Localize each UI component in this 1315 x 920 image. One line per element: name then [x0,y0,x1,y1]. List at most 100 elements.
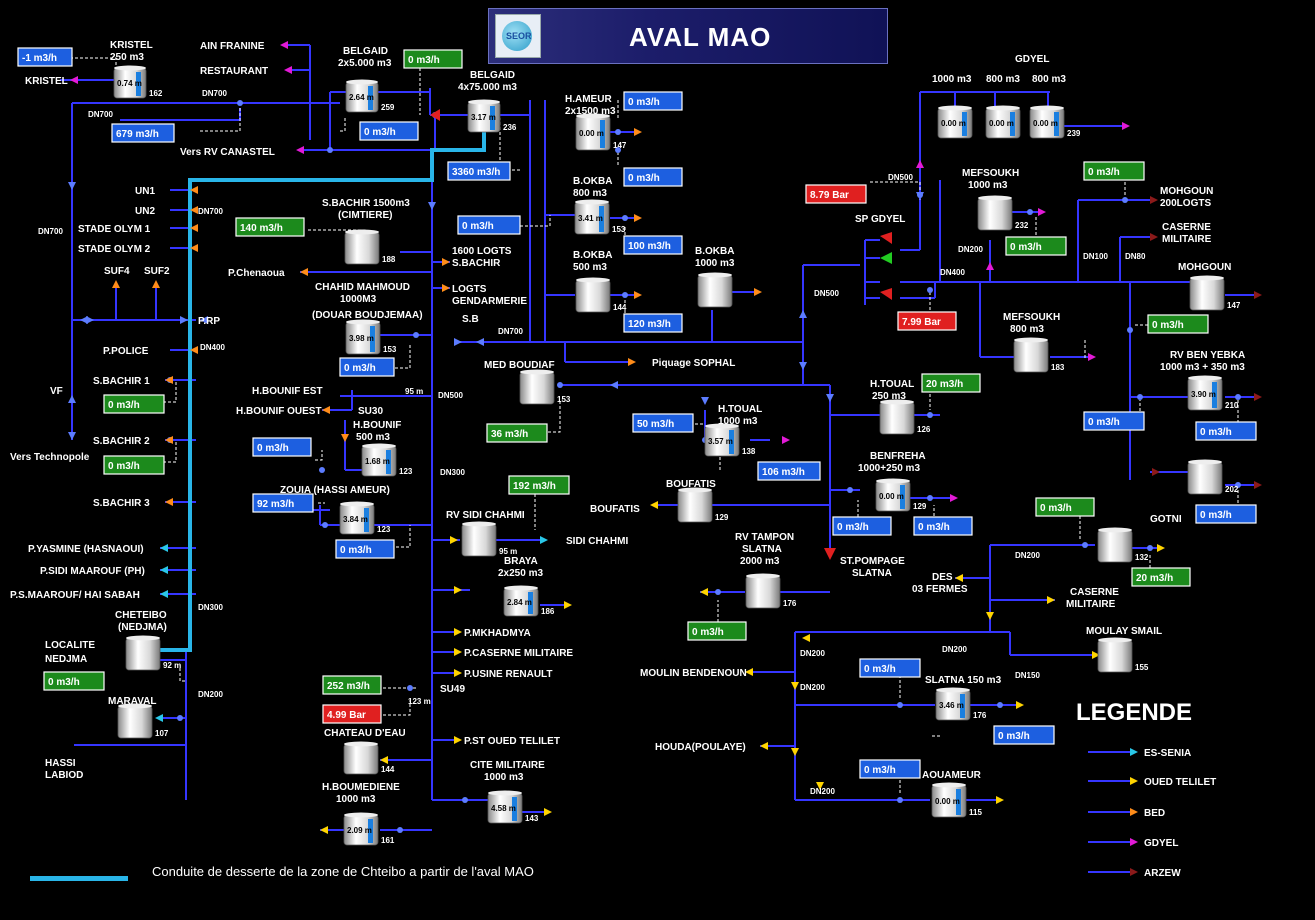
flow-box-chahid[interactable]: 0 m3/h [339,357,395,377]
flow-box-value: 106 m3/h [762,467,805,478]
flow-box-su49[interactable]: 252 m3/h [322,675,382,695]
flow-box-benfreha-a[interactable]: 0 m3/h [832,516,892,536]
flow-box-ben-yebka-left[interactable]: 0 m3/h [1083,411,1145,431]
label: CHAHID MAHMOUD [315,282,410,293]
flow-box-bg [111,123,175,143]
legend-item-es-senia: ES-SENIA [1144,748,1191,759]
flow-box-hameur-b[interactable]: 0 m3/h [623,167,683,187]
tank-cheteibo[interactable]: 92 m [125,635,181,671]
flow-box-mohgoun[interactable]: 0 m3/h [1083,161,1145,181]
tank-moulay-smail[interactable]: 155 [1097,637,1149,673]
flow-box-sbachir2[interactable]: 0 m3/h [103,455,165,475]
flow-box-slatna-150-out[interactable]: 0 m3/h [993,725,1055,745]
tank-level: 0.00 m [579,129,604,138]
flow-box-belgaid-2x5000[interactable]: 0 m3/h [403,49,463,69]
flow-box-sbachir1[interactable]: 0 m3/h [103,394,165,414]
tank-rv-tampon[interactable]: 176 [745,573,797,609]
label: RV SIDI CHAHMI [446,510,525,521]
flow-box-htoual-250[interactable]: 20 m3/h [921,373,981,393]
flow-box-bokba-500[interactable]: 120 m3/h [623,313,683,333]
flow-box-slatna-150-in[interactable]: 0 m3/h [859,658,921,678]
flow-box-ben-yebka-a[interactable]: 0 m3/h [1195,421,1257,441]
flow-box-mefsoukh-1000[interactable]: 0 m3/h [1005,236,1067,256]
label: 800 m3 [1032,74,1066,85]
label: SUF4 [104,266,130,277]
flow-box-pressure-gdyel[interactable]: 8.79 Bar [805,184,867,204]
flow-box-bokba-800[interactable]: 100 m3/h [623,235,683,255]
tank-bokba-500[interactable]: 144 [575,277,627,313]
tank-sbachir-1500[interactable]: 188 [344,229,396,265]
flow-box-nedjma[interactable]: 0 m3/h [43,671,105,691]
label: 500 m3 [573,262,607,273]
flow-box-ben-yebka-b[interactable]: 0 m3/h [1195,504,1257,524]
flow-box-vers-canastel-b[interactable]: 0 m3/h [359,121,419,141]
flow-box-kristel[interactable]: -1 m3/h [17,47,73,67]
flow-box-bg [859,759,921,779]
flow-box-gotni-b[interactable]: 20 m3/h [1131,567,1191,587]
tank-med-boudiaf[interactable]: 153 [519,369,571,405]
tank-rv-sidi-chahmi[interactable]: 95 m [461,521,517,557]
tank-gdyel-2[interactable]: 0.00 m [985,105,1021,139]
flow-box-belgaid-4x75000[interactable]: 3360 m3/h [447,161,511,181]
label: SUF2 [144,266,170,277]
flow-box-hameur-a[interactable]: 0 m3/h [623,91,683,111]
tank-gotni[interactable]: 132 [1097,527,1149,563]
flow-box-htoual-1000-out[interactable]: 106 m3/h [757,461,821,481]
label: CHETEIBO [115,610,167,621]
flow-box-sbachir-1500[interactable]: 140 m3/h [235,217,305,237]
flow-box-pressure-su49[interactable]: 4.99 Bar [322,704,382,724]
flow-box-zouia-in[interactable]: 92 m3/h [252,493,314,513]
label: 1000M3 [340,294,377,305]
tank-bokba-1000[interactable] [697,272,733,308]
tank-top [345,229,379,235]
flow-box-bg [623,313,683,333]
tank-body [1189,277,1225,311]
tank-gdyel-1[interactable]: 0.00 m [937,105,973,139]
label: AIN FRANINE [200,41,265,52]
flow-box-hbounif[interactable]: 0 m3/h [252,437,312,457]
tank-mefsoukh-800[interactable]: 183 [1013,337,1065,373]
flow-box-rv-tampon[interactable]: 0 m3/h [687,621,747,641]
flow-box-value: 0 m3/h [998,731,1030,742]
flow-box-mefsoukh-800[interactable]: 0 m3/h [1147,314,1209,334]
flow-box-bokba-in[interactable]: 0 m3/h [457,215,521,235]
tank-ben-yebka-2[interactable]: 202 [1187,459,1239,495]
flow-box-zouia-out[interactable]: 0 m3/h [335,539,395,559]
flow-box-pressure-sp[interactable]: 7.99 Bar [897,311,957,331]
tank-chateau-eau[interactable]: 144 [343,741,395,775]
flow-box-vers-canastel-a[interactable]: 679 m3/h [111,123,175,143]
label: 2000 m3 [740,556,780,567]
flow-box-aouameur[interactable]: 0 m3/h [859,759,921,779]
tank-maraval[interactable]: 107 [117,703,169,739]
flow-box-htoual-1000[interactable]: 50 m3/h [632,413,694,433]
tank-mohgoun[interactable]: 147 [1189,275,1241,311]
flow-box-bg [252,493,314,513]
tank-boufatis[interactable]: 129 [677,487,729,523]
flow-box-rv-sidi-chahmi[interactable]: 192 m3/h [508,475,570,495]
flow-box-value: 0 m3/h [628,97,660,108]
tank-mefsoukh-1000[interactable]: 232 [977,195,1029,231]
label: H.BOUNIF [353,420,401,431]
flow-box-benfreha-b[interactable]: 0 m3/h [913,516,973,536]
flow-box-med-boudiaf[interactable]: 36 m3/h [486,423,548,443]
tank-level: 3.90 m [1191,390,1216,399]
tank-htoual-250[interactable]: 126 [879,399,931,435]
flow-box-gotni-a[interactable]: 0 m3/h [1035,497,1095,517]
